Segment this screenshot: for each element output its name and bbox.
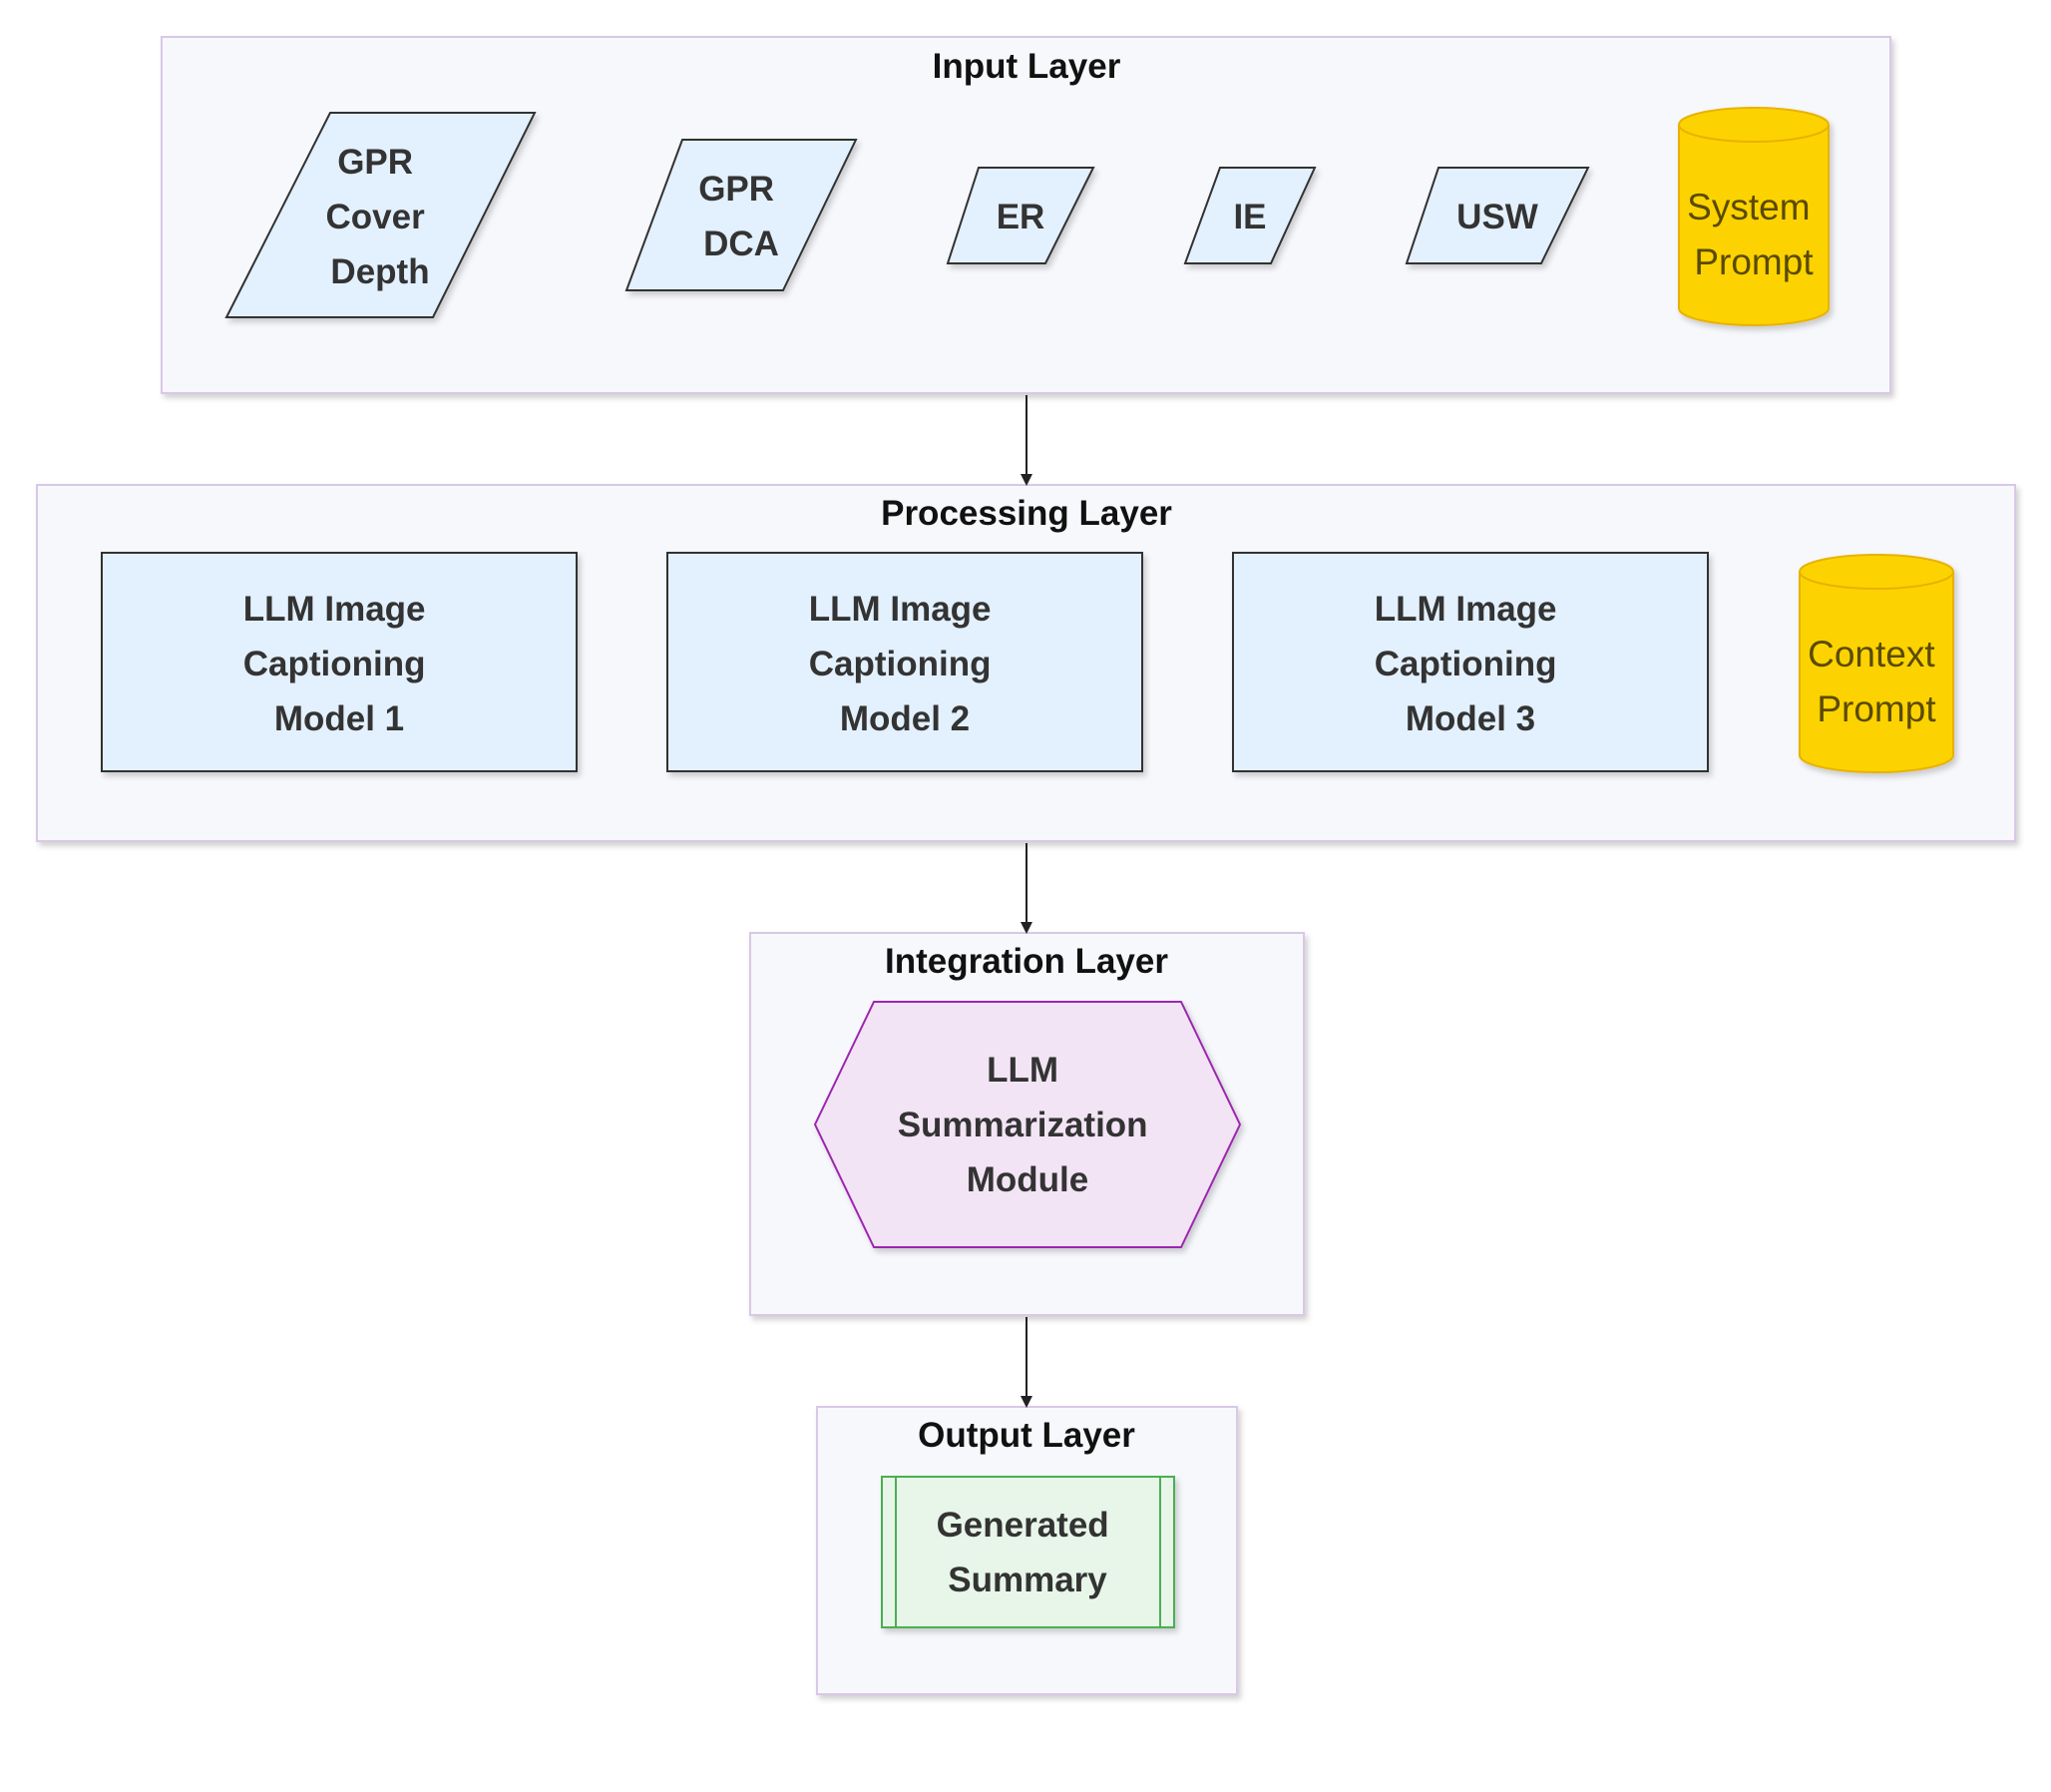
summarization-module-label: LLM Summarization Module bbox=[898, 1051, 1158, 1199]
processing-layer-title: Processing Layer bbox=[881, 494, 1172, 533]
captioning-model-2-box bbox=[666, 552, 1143, 772]
input-node-ie-label: IE bbox=[1233, 198, 1266, 236]
integration-layer-title: Integration Layer bbox=[885, 942, 1168, 981]
input-node-gpr-dca bbox=[624, 139, 858, 291]
input-node-gpr-cover-depth bbox=[224, 112, 537, 318]
captioning-model-1-box bbox=[101, 552, 578, 772]
system-prompt-database bbox=[1678, 107, 1830, 326]
input-node-gpr-dca-label: GPR DCA bbox=[698, 170, 784, 263]
captioning-model-3-label: LLM Image Captioning Model 3 bbox=[1375, 590, 1567, 738]
generated-summary-box bbox=[881, 1476, 1175, 1628]
input-node-er bbox=[946, 167, 1095, 264]
captioning-model-3-box bbox=[1232, 552, 1709, 772]
summarization-module-hexagon bbox=[813, 1001, 1242, 1248]
captioning-model-2-label: LLM Image Captioning Model 2 bbox=[809, 590, 1002, 738]
input-layer-title: Input Layer bbox=[933, 47, 1121, 86]
input-node-gpr-cover-depth-label: GPR Cover Depth bbox=[326, 143, 435, 291]
input-node-ie bbox=[1183, 167, 1317, 264]
input-node-er-label: ER bbox=[997, 198, 1045, 236]
input-node-usw bbox=[1405, 167, 1590, 264]
generated-summary-label: Generated Summary bbox=[937, 1506, 1119, 1599]
context-prompt-database bbox=[1799, 554, 1954, 773]
context-prompt-label: Context Prompt bbox=[1808, 634, 1945, 729]
input-node-usw-label: USW bbox=[1456, 198, 1538, 236]
output-layer-title: Output Layer bbox=[918, 1416, 1135, 1455]
captioning-model-1-label: LLM Image Captioning Model 1 bbox=[243, 590, 436, 738]
system-prompt-label: System Prompt bbox=[1687, 187, 1821, 282]
